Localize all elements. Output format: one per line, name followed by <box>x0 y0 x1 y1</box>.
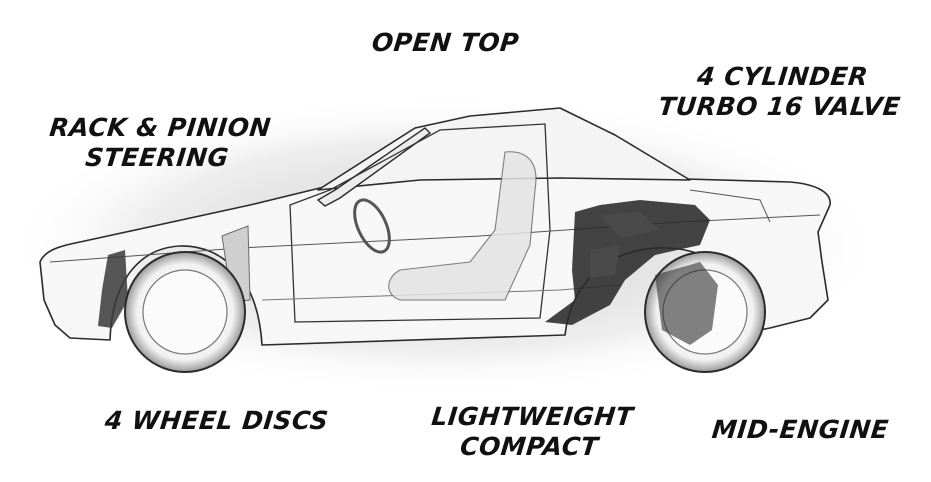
windshield <box>316 127 432 207</box>
engine-block <box>545 200 710 325</box>
rear-brake-assembly <box>655 262 718 345</box>
hardtop-roof <box>317 107 691 191</box>
engine-detail <box>590 212 660 278</box>
label-rack-pinion-steering: RACK & PINION STEERING <box>45 113 273 173</box>
label-engine-line2: TURBO 16 VALVE <box>656 92 903 121</box>
label-open-top: OPEN TOP <box>370 28 521 58</box>
door-outline <box>289 123 551 323</box>
label-open-top-text: OPEN TOP <box>370 28 521 57</box>
label-mid-engine-text: MID-ENGINE <box>710 415 891 444</box>
label-4-cylinder-turbo: 4 CYLINDER TURBO 16 VALVE <box>657 62 905 122</box>
label-engine-line1: 4 CYLINDER <box>695 62 870 91</box>
label-lightweight-compact: LIGHTWEIGHT COMPACT <box>427 402 635 462</box>
seat <box>388 151 537 301</box>
label-mid-engine: MID-ENGINE <box>710 415 891 445</box>
label-4-wheel-discs: 4 WHEEL DISCS <box>103 406 330 436</box>
label-light-line2: COMPACT <box>458 432 600 461</box>
label-rack-line2: STEERING <box>83 143 231 172</box>
steering-wheel <box>353 198 391 254</box>
label-discs-text: 4 WHEEL DISCS <box>103 406 330 435</box>
steering-rack <box>98 250 128 328</box>
rear-deck-line <box>689 189 771 223</box>
label-rack-line1: RACK & PINION <box>48 113 273 142</box>
label-light-line1: LIGHTWEIGHT <box>430 402 635 431</box>
front-wheel-disc <box>142 269 228 355</box>
